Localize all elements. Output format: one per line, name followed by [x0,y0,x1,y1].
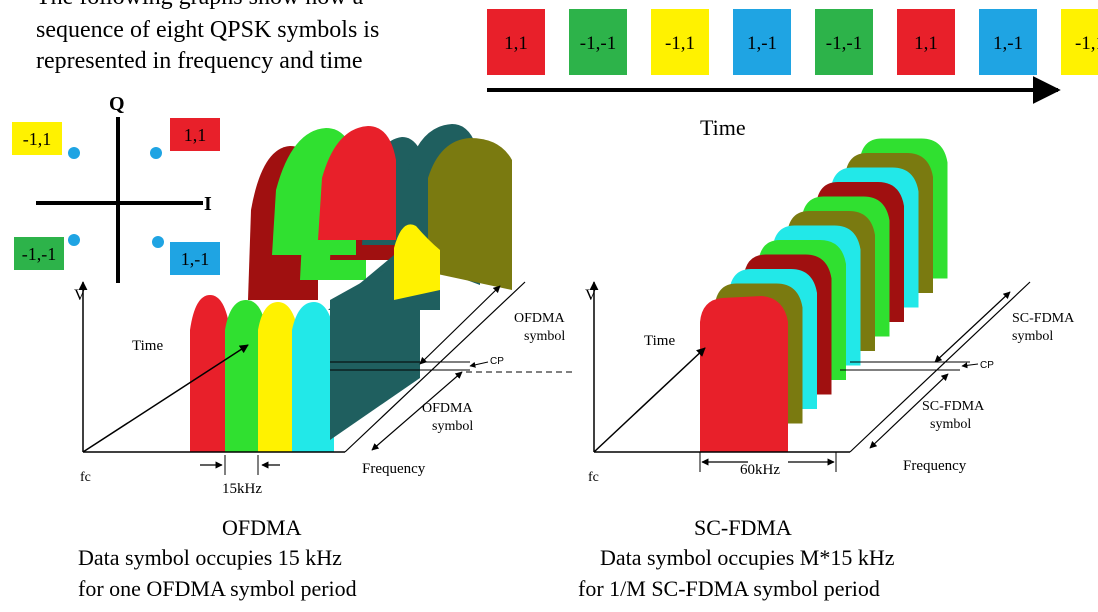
sequence-symbol-box [487,9,545,75]
ofdma-frequency-label: Frequency [362,461,426,477]
ofdma-caption-line-1: Data symbol occupies 15 kHz [78,545,342,570]
ofdma-diagram: V Time fc Frequency 15kHz OFDMA symbol O… [74,124,576,601]
scfdma-v-label: V [585,287,597,304]
symbol-sequence: 1,1 -1,-1 -1,1 1,-1 -1,-1 1,1 1,-1 -1,1 [487,9,1098,75]
constellation-label-box [12,122,62,155]
scfdma-symbol-label-top-1: SC-FDMA [1012,311,1075,326]
ofdma-bandwidth-label: 15kHz [222,481,262,497]
sequence-symbol-5: -1,-1 [815,9,873,75]
sequence-symbol-label: 1,-1 [993,33,1023,54]
ofdma-caption-line-2: for one OFDMA symbol period [78,576,357,601]
ofdma-symbol-label-bottom-2: symbol [432,419,473,434]
constellation-dot [152,236,164,248]
ofdma-symbol-label-top-1: OFDMA [514,311,565,326]
ofdma-time-axis [82,344,249,453]
intro-line-2: sequence of eight QPSK symbols is [36,17,379,43]
ofdma-wave-lime [225,300,266,452]
constellation-label-box [170,118,220,151]
scfdma-cp-arrow [961,362,979,369]
constellation-dot [150,147,162,159]
sequence-symbol-2: -1,-1 [569,9,627,75]
ofdma-symbol-arrow-top [419,285,501,365]
scfdma-time-label: Time [644,333,675,349]
constellation-dot [68,147,80,159]
ofdma-fc-label: fc [80,470,91,485]
ofdma-wave-back-olive [428,138,512,290]
ofdma-symbol-arrow-bottom [371,371,463,451]
scfdma-symbol-label-bottom-1: SC-FDMA [922,399,985,414]
constellation-label: 1,1 [184,125,207,145]
ofdma-cp-label: CP [490,356,504,367]
constellation-point-2: 1,1 [150,118,220,159]
ofdma-wave-back-red2 [318,126,396,240]
scfdma-symbol-label-top-2: symbol [1012,329,1053,344]
sequence-symbol-1: 1,1 [487,9,545,75]
ofdma-wave-cyan [292,302,334,452]
constellation-dot [68,234,80,246]
scfdma-symbol-label-bottom-2: symbol [930,417,971,432]
ofdma-wave-yellow [258,302,298,452]
constellation-point-3: -1,-1 [14,234,80,270]
ofdma-v-label: V [74,287,86,304]
ofdma-time-label: Time [132,338,163,354]
ofdma-symbol-label-bottom-1: OFDMA [422,401,473,416]
constellation-label: -1,-1 [22,244,57,264]
qpsk-constellation: Q I -1,1 1,1 -1,-1 1,-1 [12,93,220,283]
sequence-symbol-8: -1,1 [1061,9,1098,75]
sequence-symbol-box [651,9,709,75]
sequence-symbol-6: 1,1 [897,9,955,75]
constellation-label: -1,1 [23,129,52,149]
ofdma-wave-back-yellow [394,224,440,300]
sequence-symbol-7: 1,-1 [979,9,1037,75]
sequence-symbol-box [569,9,627,75]
ofdma-caption-title: OFDMA [222,515,302,540]
scfdma-caption-line-2: for 1/M SC-FDMA symbol period [578,576,880,601]
sequence-symbol-label: -1,-1 [580,33,616,54]
sequence-symbol-box [815,9,873,75]
sequence-symbol-box [897,9,955,75]
sequence-symbol-box [733,9,791,75]
ofdma-wave-red [190,295,230,452]
constellation-label: 1,-1 [181,249,210,269]
sequence-symbol-box [979,9,1037,75]
scfdma-time-axis [593,347,706,453]
scfdma-frequency-label: Frequency [903,458,967,474]
constellation-point-1: -1,1 [12,122,80,159]
sequence-symbol-3: -1,1 [651,9,709,75]
scfdma-symbol-arrow-bottom [869,373,949,449]
ofdma-cp-arrow [469,361,489,368]
scfdma-symbol-arrow-top [934,291,1011,363]
q-axis-label: Q [109,93,125,115]
scfdma-cp-label: CP [980,360,994,371]
scfdma-front-block [700,296,788,452]
scfdma-bandwidth-label: 60kHz [740,462,780,478]
scfdma-fc-label: fc [588,470,599,485]
sequence-symbol-label: -1,1 [665,33,695,54]
i-axis-label: I [204,193,212,215]
intro-line-1: The following graphs show how a [36,0,364,10]
sequence-symbol-4: 1,-1 [733,9,791,75]
sequence-symbol-box [1061,9,1098,75]
constellation-point-4: 1,-1 [152,236,220,275]
intro-text: The following graphs show how a sequence… [36,0,379,74]
constellation-label-box [170,242,220,275]
intro-line-3: represented in frequency and time [36,48,363,74]
constellation-label-box [14,237,64,270]
sequence-symbol-label: -1,1 [1075,33,1098,54]
ofdma-symbol-label-top-2: symbol [524,329,565,344]
sequence-symbol-label: 1,1 [914,33,938,54]
sequence-symbol-label: 1,1 [504,33,528,54]
scfdma-diagram: V Time fc Frequency 60kHz SC-FDMA symbol… [578,138,1075,601]
scfdma-caption-line-1: Data symbol occupies M*15 kHz [600,545,895,570]
sequence-time-label: Time [700,115,746,140]
scfdma-caption-title: SC-FDMA [694,515,792,540]
sequence-symbol-label: 1,-1 [747,33,777,54]
sequence-symbol-label: -1,-1 [826,33,862,54]
